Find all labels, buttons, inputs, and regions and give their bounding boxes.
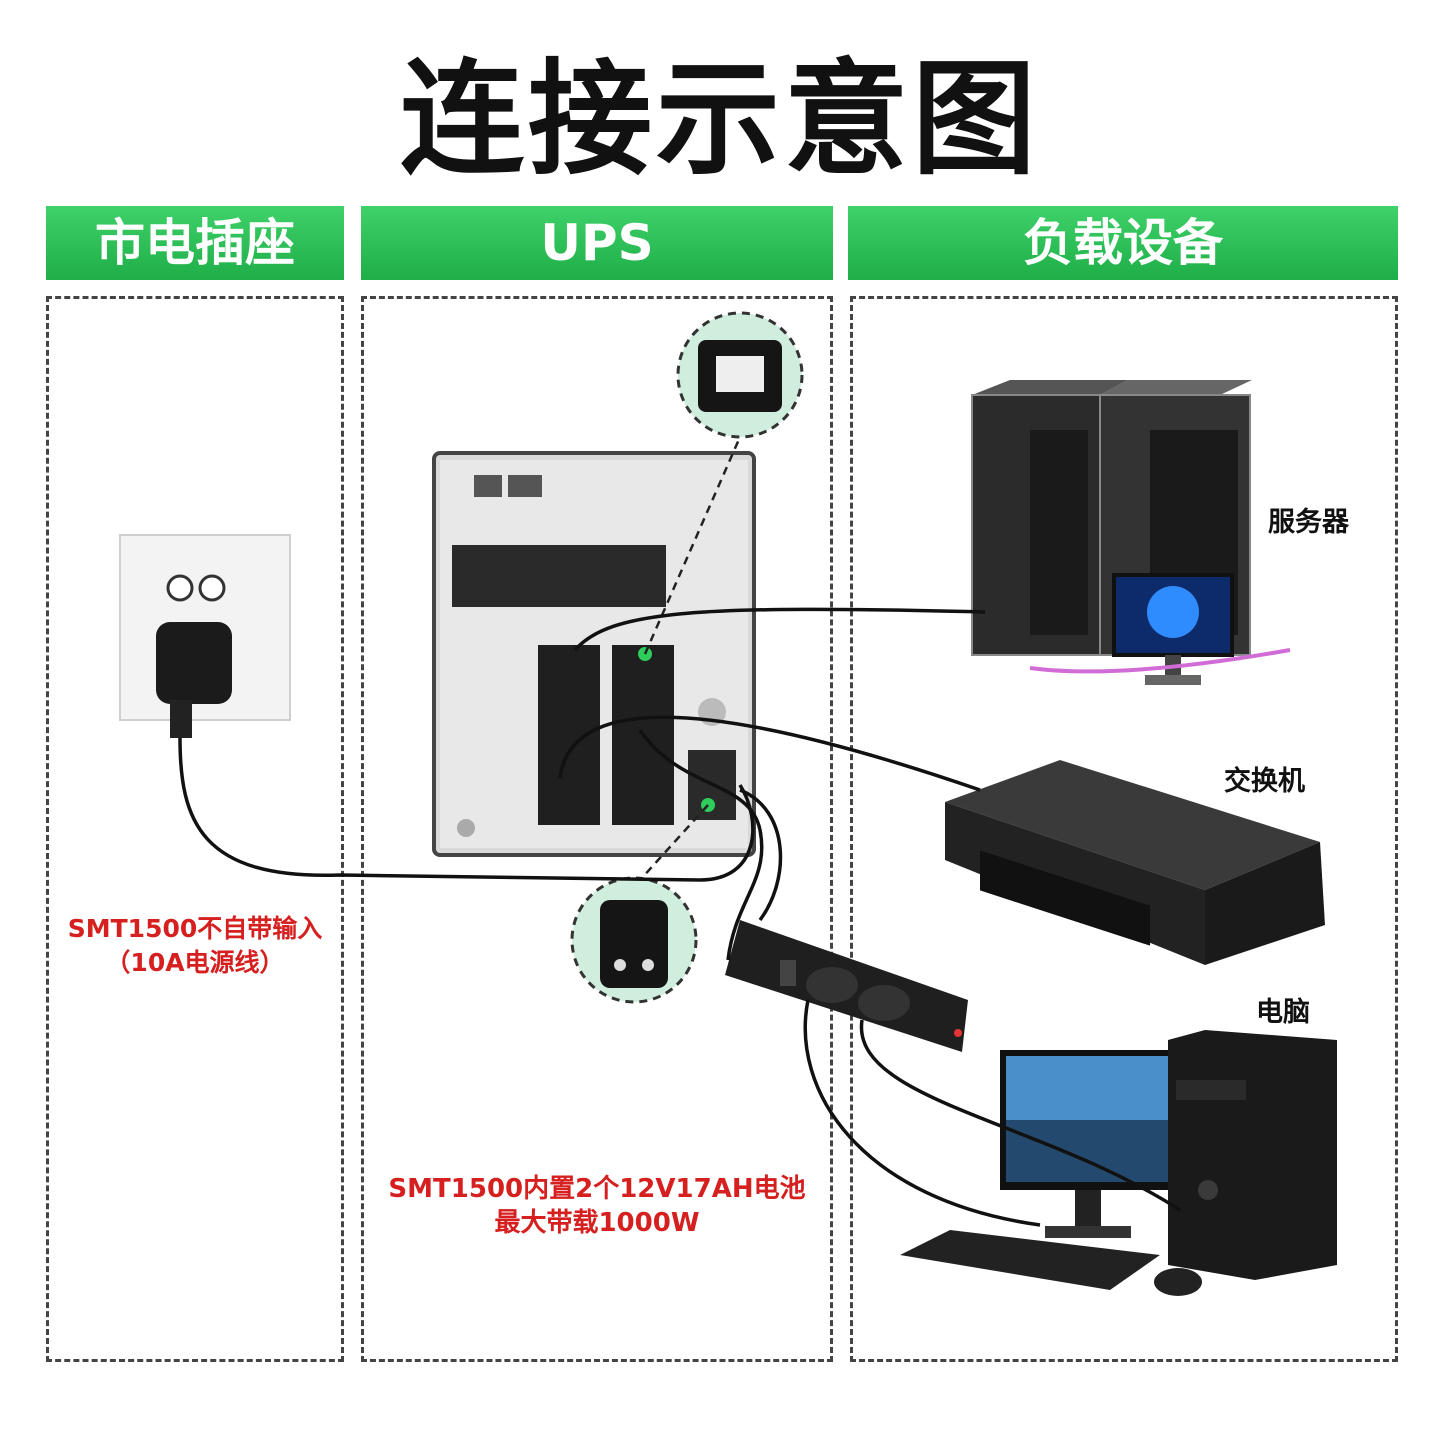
column-mains bbox=[46, 296, 344, 1362]
header-ups: UPS bbox=[361, 206, 833, 280]
label-computer: 电脑 bbox=[1256, 997, 1310, 1028]
power-strip-icon bbox=[725, 920, 968, 1052]
wall-socket-icon bbox=[119, 534, 291, 738]
server-rack-icon bbox=[971, 380, 1291, 685]
note-ups-spec: SMT1500内置2个12V17AH电池 最大带载1000W bbox=[361, 1172, 833, 1240]
note-ups-line2: 最大带载1000W bbox=[494, 1208, 700, 1238]
column-ups bbox=[361, 296, 833, 1362]
network-switch-icon bbox=[945, 760, 1325, 965]
note-input-cable: SMT1500不自带输入 （10A电源线） bbox=[46, 912, 344, 980]
callout-c14-connector-icon bbox=[570, 876, 698, 1004]
note-input-line1: SMT1500不自带输入 bbox=[67, 914, 323, 943]
power-cables bbox=[178, 607, 1181, 1227]
header-load-devices: 负载设备 bbox=[848, 206, 1398, 280]
callout-c13-connector-icon bbox=[676, 311, 804, 439]
column-load bbox=[850, 296, 1398, 1362]
label-switch: 交换机 bbox=[1224, 766, 1305, 797]
label-server: 服务器 bbox=[1268, 507, 1349, 538]
computer-icon bbox=[900, 1030, 1337, 1296]
ups-rear-panel-icon bbox=[432, 451, 756, 857]
note-input-line2: （10A电源线） bbox=[105, 948, 285, 977]
header-mains-socket: 市电插座 bbox=[46, 206, 344, 280]
note-ups-line1: SMT1500内置2个12V17AH电池 bbox=[388, 1174, 806, 1204]
page-title: 连接示意图 bbox=[399, 48, 1040, 192]
